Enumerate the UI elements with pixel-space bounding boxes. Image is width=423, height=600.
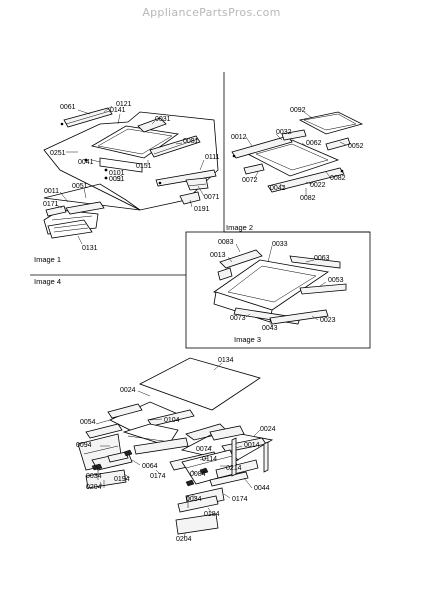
image1-label: Image 1 — [34, 255, 61, 264]
part-label-0073: 0073 — [230, 315, 246, 322]
part-label-0251: 0251 — [50, 150, 66, 157]
part-label-0151: 0151 — [136, 163, 152, 170]
part-label-0194: 0194 — [114, 476, 130, 483]
image2-label: Image 2 — [226, 223, 253, 232]
part-label-0051: 0051 — [72, 183, 88, 190]
part-label-0052: 0052 — [348, 143, 364, 150]
part-label-0214: 0214 — [226, 465, 242, 472]
part-label-0023: 0023 — [320, 317, 336, 324]
part-label-0141: 0141 — [110, 107, 126, 114]
part-label-0104: 0104 — [164, 417, 180, 424]
part-label-0024-b: 0024 — [260, 426, 276, 433]
part-label-0011: 0011 — [44, 188, 59, 195]
part-label-0012: 0012 — [231, 134, 247, 141]
image4-label: Image 4 — [34, 277, 61, 286]
part-label-0084: 0084 — [190, 471, 206, 478]
part-label-0184: 0184 — [204, 511, 220, 518]
part-label-0064: 0064 — [142, 463, 158, 470]
image3-shelf-assembly — [213, 243, 347, 328]
image4-crisper-assembly — [77, 357, 274, 539]
part-label-0083: 0083 — [218, 239, 234, 246]
part-label-0043: 0043 — [262, 325, 278, 332]
part-label-0204-a: 0204 — [86, 484, 102, 491]
part-label-0053: 0053 — [328, 277, 344, 284]
part-label-0063: 0063 — [314, 255, 330, 262]
part-label-0042: 0042 — [270, 185, 286, 192]
part-label-0014: 0014 — [244, 442, 260, 449]
part-label-0033: 0033 — [272, 241, 288, 248]
part-label-0081: 0081 — [183, 138, 199, 145]
part-label-0094: 0094 — [76, 442, 92, 449]
part-label-0072: 0072 — [242, 177, 258, 184]
part-label-0082-b: 0082 — [300, 195, 316, 202]
part-label-0022: 0022 — [310, 182, 326, 189]
part-label-0092: 0092 — [290, 107, 306, 114]
image1-shelf-assembly — [43, 105, 219, 245]
part-label-0062: 0062 — [306, 140, 322, 147]
site-watermark: AppliancePartsPros.com — [142, 6, 281, 19]
image2-shelf-assembly — [231, 111, 364, 196]
part-label-0091: 0091 — [109, 176, 125, 183]
part-label-0024-a: 0024 — [120, 387, 136, 394]
part-label-0054: 0054 — [80, 419, 96, 426]
part-label-0101: 0101 — [109, 170, 125, 177]
part-label-0121: 0121 — [116, 101, 132, 108]
part-label-0204-b: 0204 — [176, 536, 192, 543]
part-label-0013: 0013 — [210, 252, 226, 259]
part-label-0044: 0044 — [254, 485, 270, 492]
part-label-0174-b: 0174 — [232, 496, 248, 503]
part-label-0174-a: 0174 — [150, 473, 166, 480]
part-label-0034-a: 0034 — [86, 473, 102, 480]
part-label-0191: 0191 — [194, 206, 210, 213]
part-label-0131: 0131 — [82, 245, 98, 252]
part-label-0114: 0114 — [202, 456, 217, 463]
part-label-0134: 0134 — [218, 357, 234, 364]
part-label-0171: 0171 — [43, 201, 59, 208]
part-label-0074: 0074 — [196, 446, 212, 453]
part-label-0071: 0071 — [204, 194, 220, 201]
part-label-0111: 0111 — [205, 154, 220, 161]
part-label-0041: 0041 — [78, 159, 94, 166]
image3-label: Image 3 — [234, 335, 261, 344]
part-label-0061: 0061 — [60, 104, 76, 111]
part-label-0034-b: 0034 — [186, 496, 202, 503]
part-label-0031: 0031 — [155, 116, 171, 123]
part-label-0032: 0032 — [276, 129, 292, 136]
part-label-0082: 0082 — [330, 175, 346, 182]
diagram-frame-lines — [30, 72, 371, 349]
